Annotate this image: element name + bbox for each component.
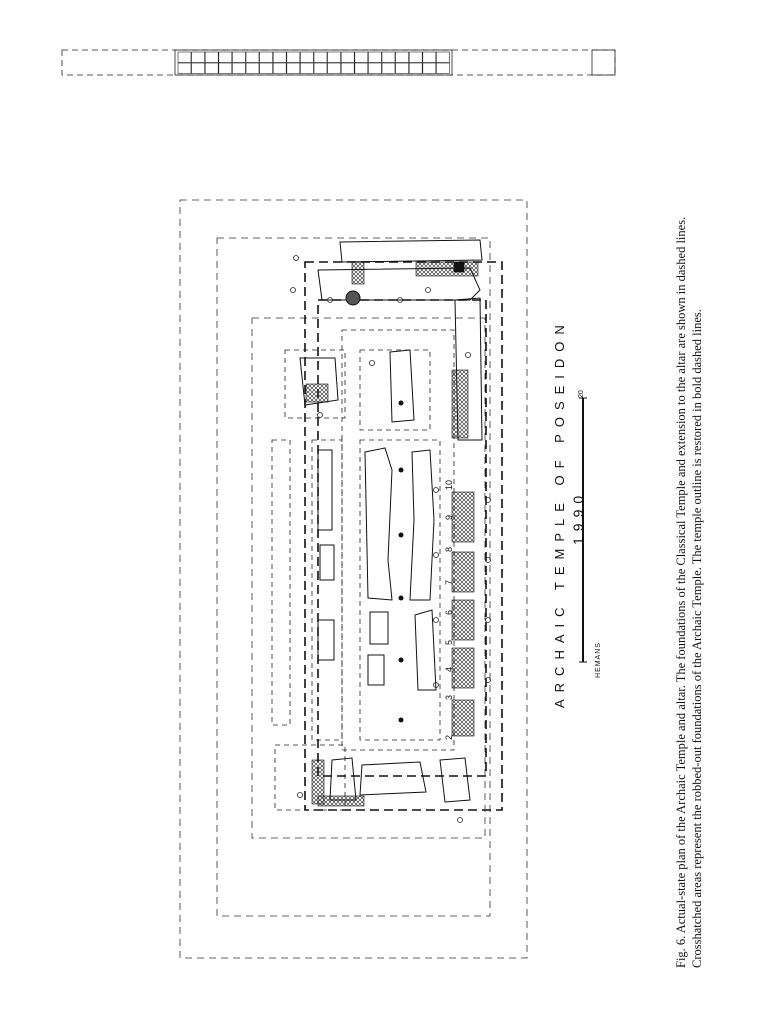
altar-block — [218, 62, 233, 74]
cella-structure — [271, 329, 455, 811]
altar-block — [395, 62, 409, 74]
altar-block — [436, 51, 450, 63]
column-positions — [398, 400, 404, 723]
column-number-label: 10 — [444, 480, 454, 490]
altar-block — [354, 51, 369, 63]
altar-block — [395, 51, 409, 63]
column-number-label: 3 — [444, 695, 454, 700]
column-number-label: 2 — [444, 735, 454, 740]
altar-block — [286, 51, 301, 63]
scale-bar — [579, 397, 587, 663]
altar-block — [259, 62, 273, 74]
column-number-label: 5 — [444, 640, 454, 645]
altar-block — [408, 62, 423, 74]
altar-block — [368, 51, 382, 63]
column-number-label: 8 — [444, 547, 454, 552]
column-number-label: 6 — [444, 610, 454, 615]
altar-block — [286, 62, 301, 74]
altar-block — [204, 62, 219, 74]
altar-block — [381, 62, 396, 74]
altar-block — [177, 62, 192, 74]
altar-block — [340, 51, 355, 63]
altar-block — [272, 51, 287, 63]
altar-block — [327, 51, 341, 63]
column-number-label: 7 — [444, 580, 454, 585]
altar-block — [204, 51, 219, 63]
altar-block — [327, 62, 341, 74]
altar-block — [259, 51, 273, 63]
altar-block — [340, 62, 355, 74]
altar-block — [313, 62, 328, 74]
altar-block — [368, 62, 382, 74]
altar-block — [191, 62, 205, 74]
altar-block — [245, 62, 260, 74]
altar-block — [300, 51, 314, 63]
altar-block — [232, 51, 246, 63]
altar-block — [408, 51, 423, 63]
altar-foundation — [61, 49, 616, 76]
altar-block — [422, 51, 437, 63]
post-holes — [290, 255, 491, 823]
classical-temple-outline — [179, 199, 528, 959]
column-number-label: 9 — [444, 515, 454, 520]
altar-block — [422, 62, 437, 74]
altar-block — [232, 62, 246, 74]
column-number-label: 4 — [444, 667, 454, 672]
altar-block — [177, 51, 192, 63]
altar-block — [300, 62, 314, 74]
altar-block — [381, 51, 396, 63]
altar-block — [272, 62, 287, 74]
altar-block — [313, 51, 328, 63]
altar-block — [436, 62, 450, 74]
altar-block — [218, 51, 233, 63]
altar-block — [354, 62, 369, 74]
column-number-labels: 2 3 4 5 6 7 8 9 10 — [444, 480, 454, 740]
altar-block — [191, 51, 205, 63]
altar-block — [245, 51, 260, 63]
robbed-out-foundations — [305, 261, 479, 807]
